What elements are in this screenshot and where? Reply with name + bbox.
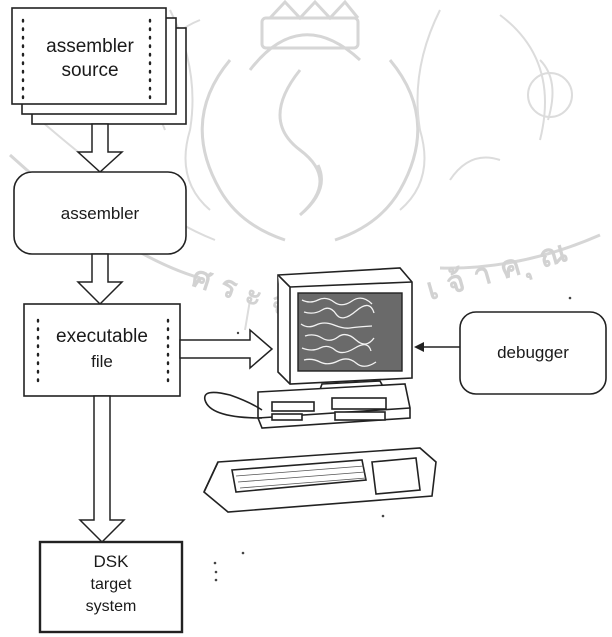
arrow-assembler-to-executable xyxy=(76,253,124,306)
node-executable-file: executable file xyxy=(23,303,181,397)
source-label-line1: assembler xyxy=(46,36,134,57)
arrow-source-to-assembler xyxy=(76,123,124,174)
node-assembler-source: assembler source xyxy=(11,7,187,125)
scan-specks xyxy=(213,296,572,582)
executable-label-line1: executable xyxy=(56,326,148,347)
target-label-line3: system xyxy=(86,598,137,615)
monitor-screen xyxy=(297,292,403,372)
executable-label-line2: file xyxy=(91,352,113,371)
target-label-line1: DSK xyxy=(94,552,130,571)
connector-debugger-to-computer xyxy=(414,342,460,352)
assembler-label: assembler xyxy=(61,204,140,223)
arrow-executable-to-computer xyxy=(179,328,274,370)
node-assembler: assembler xyxy=(13,171,187,255)
node-debugger: debugger xyxy=(459,311,607,395)
computer-illustration xyxy=(203,267,437,513)
target-label-line2: target xyxy=(91,576,132,593)
watermark-text-right: เ จ้ า ค ุ ณ xyxy=(423,234,572,308)
debugger-label: debugger xyxy=(497,343,569,362)
source-label-line2: source xyxy=(61,60,118,81)
node-dsk-target: DSK target system xyxy=(38,540,184,634)
arrow-executable-to-target xyxy=(78,395,126,544)
